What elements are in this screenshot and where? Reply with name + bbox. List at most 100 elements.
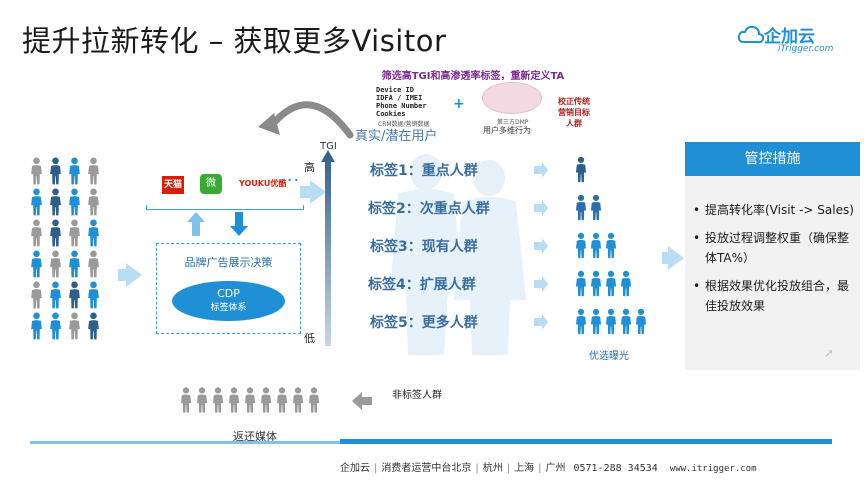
person-icon (180, 386, 192, 418)
logo-main-text: 企加云 (764, 27, 815, 47)
footer-city: 广州 (545, 463, 566, 474)
footer-rule-light (30, 441, 340, 444)
device-id-item: Cookies (376, 110, 406, 118)
person-icon (68, 157, 81, 189)
footer-separator: | (475, 463, 479, 474)
return-media-text: 返还媒体 (233, 430, 277, 443)
cdp-ellipse: CDP 标签体系 (172, 281, 285, 321)
person-icon (212, 386, 224, 418)
cloud-icon (738, 25, 764, 44)
media-channels: 天猫 微 YOUKU优酷 ··· (162, 170, 302, 198)
person-icon (605, 232, 617, 263)
footer-separator: | (374, 463, 378, 474)
person-icon (49, 157, 62, 189)
person-icon (49, 281, 62, 313)
device-id-item: Phone Number (376, 102, 427, 110)
person-icon (30, 281, 43, 313)
person-icon (590, 308, 602, 339)
footer-city: 上海 (514, 463, 535, 474)
panel-item: 投放过程调整权重（确保整体TA%） (693, 228, 855, 268)
youku-icon: YOUKU优酷 (239, 179, 287, 188)
feedback-curve-arrow (258, 101, 354, 139)
ad-decision-box: 品牌广告展示决策 CDP 标签体系 (156, 243, 301, 334)
plus-icon: + (453, 96, 465, 112)
tag-label: 标签5：更多人群 (370, 315, 478, 331)
non-label-text: 非标签人群 (392, 390, 442, 401)
device-id-item: Device ID (376, 86, 414, 94)
tag-arrow-icon (532, 238, 548, 258)
calibrate-line: 人群 (566, 119, 582, 128)
person-icon (590, 232, 602, 263)
arrow-down-icon (230, 212, 248, 236)
tgi-axis (321, 150, 335, 346)
population-grid (30, 157, 108, 342)
tgi-label: TGI (320, 141, 337, 152)
person-icon (575, 308, 587, 339)
footer-separator: | (506, 463, 511, 474)
user-cloud-source: 第三方DMP (497, 119, 529, 126)
panel-list: 提高转化率(Visit -> Sales) 投放过程调整权重（确保整体TA%） … (693, 200, 855, 324)
panel-heading: 管控措施 (685, 142, 860, 176)
tag-arrow-icon (532, 276, 548, 296)
arrow-up-icon (187, 212, 205, 236)
person-icon (30, 219, 43, 251)
people-silhouette-image (390, 154, 526, 355)
page-title: 提升拉新转化 – 获取更多Visitor (22, 24, 447, 58)
person-icon (49, 312, 62, 344)
person-icon (87, 312, 100, 344)
person-icon (308, 386, 320, 418)
person-icon (575, 270, 587, 301)
axis-high: 高 (304, 161, 315, 174)
person-icon (575, 156, 587, 187)
person-icon (30, 250, 43, 282)
person-icon (292, 386, 304, 418)
person-icon (68, 188, 81, 220)
footer-brand: 企加云 (340, 463, 370, 474)
device-id-list: Device ID IDFA / IMEI Phone Number Cooki… (376, 86, 427, 118)
footer-desc: 消费者运营中台北京 (381, 463, 472, 474)
cdp-sublabel: 标签体系 (210, 303, 247, 313)
person-icon (590, 270, 602, 301)
tag-arrow-icon (532, 314, 548, 334)
device-note: CRM数据/营销数据 (378, 121, 430, 128)
person-icon (575, 232, 587, 263)
person-icon (87, 219, 100, 251)
person-icon (575, 194, 587, 225)
wechat-icon: 微 (200, 174, 222, 194)
person-icon (605, 270, 617, 301)
tmall-icon: 天猫 (162, 176, 184, 194)
tag-arrow-icon (532, 162, 548, 182)
tag-label: 标签1：重点人群 (370, 163, 478, 179)
person-icon (87, 281, 100, 313)
person-icon (30, 188, 43, 220)
tag-arrow-icon (532, 200, 548, 220)
tag-label: 标签3：现有人群 (370, 239, 478, 255)
device-id-item: IDFA / IMEI (376, 94, 423, 102)
footer-separator: | (538, 463, 542, 474)
person-icon (244, 386, 256, 418)
footer-phone: 0571-288 34534 (573, 463, 658, 474)
non-label-people (180, 386, 330, 418)
footer-url: www.itrigger.com (669, 464, 757, 474)
person-icon (620, 308, 632, 339)
footer-city: 杭州 (482, 463, 503, 474)
calibrate-line: 校正传统 (558, 97, 590, 106)
person-icon (620, 270, 632, 301)
calibrate-line: 营销目标 (558, 108, 590, 117)
person-icon (68, 250, 81, 282)
person-icon (635, 308, 647, 339)
person-icon (30, 157, 43, 189)
person-icon (87, 188, 100, 220)
axis-low: 低 (304, 332, 315, 345)
person-icon (605, 308, 617, 339)
person-icon (30, 312, 43, 344)
person-icon (68, 281, 81, 313)
arrow-left-icon (352, 392, 372, 410)
tag-label: 标签2：次重点人群 (368, 201, 490, 217)
person-icon (87, 250, 100, 282)
footer-rule-dark (340, 439, 832, 444)
person-icon (276, 386, 288, 418)
decorative-arrow-icon: ➚ (823, 346, 834, 360)
logo-sub-text: iTrigger.com (778, 44, 834, 54)
